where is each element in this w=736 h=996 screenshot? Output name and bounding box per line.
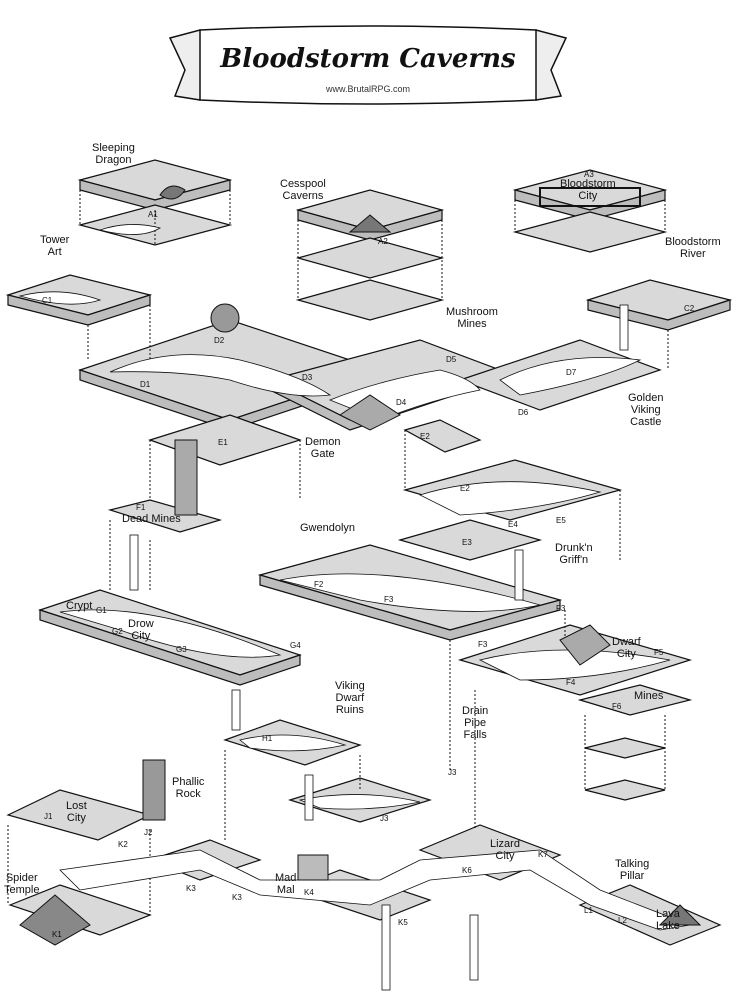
waterfalls (129, 304, 629, 991)
code-f4: F4 (566, 678, 576, 687)
dwarf-city-gate-icon (559, 624, 611, 666)
code-f5: F5 (654, 648, 664, 657)
code-a2: A2 (378, 237, 388, 246)
code-a3: A3 (584, 170, 594, 179)
spider-temple-pyramid-icon (19, 894, 91, 946)
code-k3-b: K3 (232, 893, 242, 902)
code-d1: D1 (140, 380, 151, 389)
demon-gate-temple-icon (339, 394, 401, 431)
level-tiles (5, 159, 733, 946)
code-g2: G2 (112, 627, 123, 636)
code-f1: F1 (136, 503, 146, 512)
code-l2: L2 (618, 916, 627, 925)
code-k3-a: K3 (186, 884, 196, 893)
code-a1: A1 (148, 210, 158, 219)
code-d6: D6 (518, 408, 529, 417)
code-e3: E3 (462, 538, 472, 547)
map-title: Bloodstorm Caverns (220, 44, 516, 74)
label-gwendolyn: Gwendolyn (300, 522, 356, 534)
code-f2: F2 (314, 580, 324, 589)
phallic-rock-icon (142, 759, 166, 821)
code-f3-b: F3 (556, 604, 566, 613)
code-f3-c: F3 (478, 640, 488, 649)
tower-disc-icon (210, 303, 240, 333)
code-k7: K7 (538, 850, 548, 859)
code-f3-a: F3 (384, 595, 394, 604)
code-l1: L1 (584, 906, 593, 915)
cesspool-mountain-icon (348, 214, 392, 233)
code-d4: D4 (396, 398, 407, 407)
code-e2-upper: E2 (420, 432, 430, 441)
map-url: www.BrutalRPG.com (325, 84, 411, 94)
code-g3: G3 (176, 645, 187, 654)
code-k1: K1 (52, 930, 62, 939)
label-mines: Mines (634, 690, 664, 702)
code-j3-b: J3 (380, 814, 389, 823)
code-d7: D7 (566, 368, 577, 377)
code-j1: J1 (44, 812, 53, 821)
code-e4: E4 (508, 520, 518, 529)
code-j2: J2 (144, 828, 153, 837)
lava-crystal-icon (658, 904, 702, 926)
code-f6: F6 (612, 702, 622, 711)
dead-mines-pillar-icon (174, 439, 198, 516)
label-crypt: Crypt (66, 600, 93, 612)
level-connectors (7, 190, 669, 915)
code-g4: G4 (290, 641, 301, 650)
mad-mal-tower-icon (297, 854, 329, 881)
cave-passages (18, 224, 692, 931)
code-k4: K4 (304, 888, 314, 897)
code-j3-a: J3 (448, 768, 457, 777)
code-k6: K6 (462, 866, 472, 875)
code-g1: G1 (96, 606, 107, 615)
code-e5: E5 (556, 516, 566, 525)
code-k5: K5 (398, 918, 408, 927)
landmarks (19, 185, 702, 946)
code-d5: D5 (446, 355, 457, 364)
code-c1: C1 (42, 296, 53, 305)
code-e1: E1 (218, 438, 228, 447)
label-dead-mines: Dead Mines (122, 513, 181, 525)
title-scroll (168, 25, 568, 105)
code-e2-lower: E2 (460, 484, 470, 493)
code-c2: C2 (684, 304, 695, 313)
dragon-icon (159, 185, 186, 200)
code-d3: D3 (302, 373, 313, 382)
code-d2: D2 (214, 336, 225, 345)
code-k2: K2 (118, 840, 128, 849)
code-h1: H1 (262, 734, 273, 743)
bloodstorm-city-frame-icon (539, 187, 641, 207)
